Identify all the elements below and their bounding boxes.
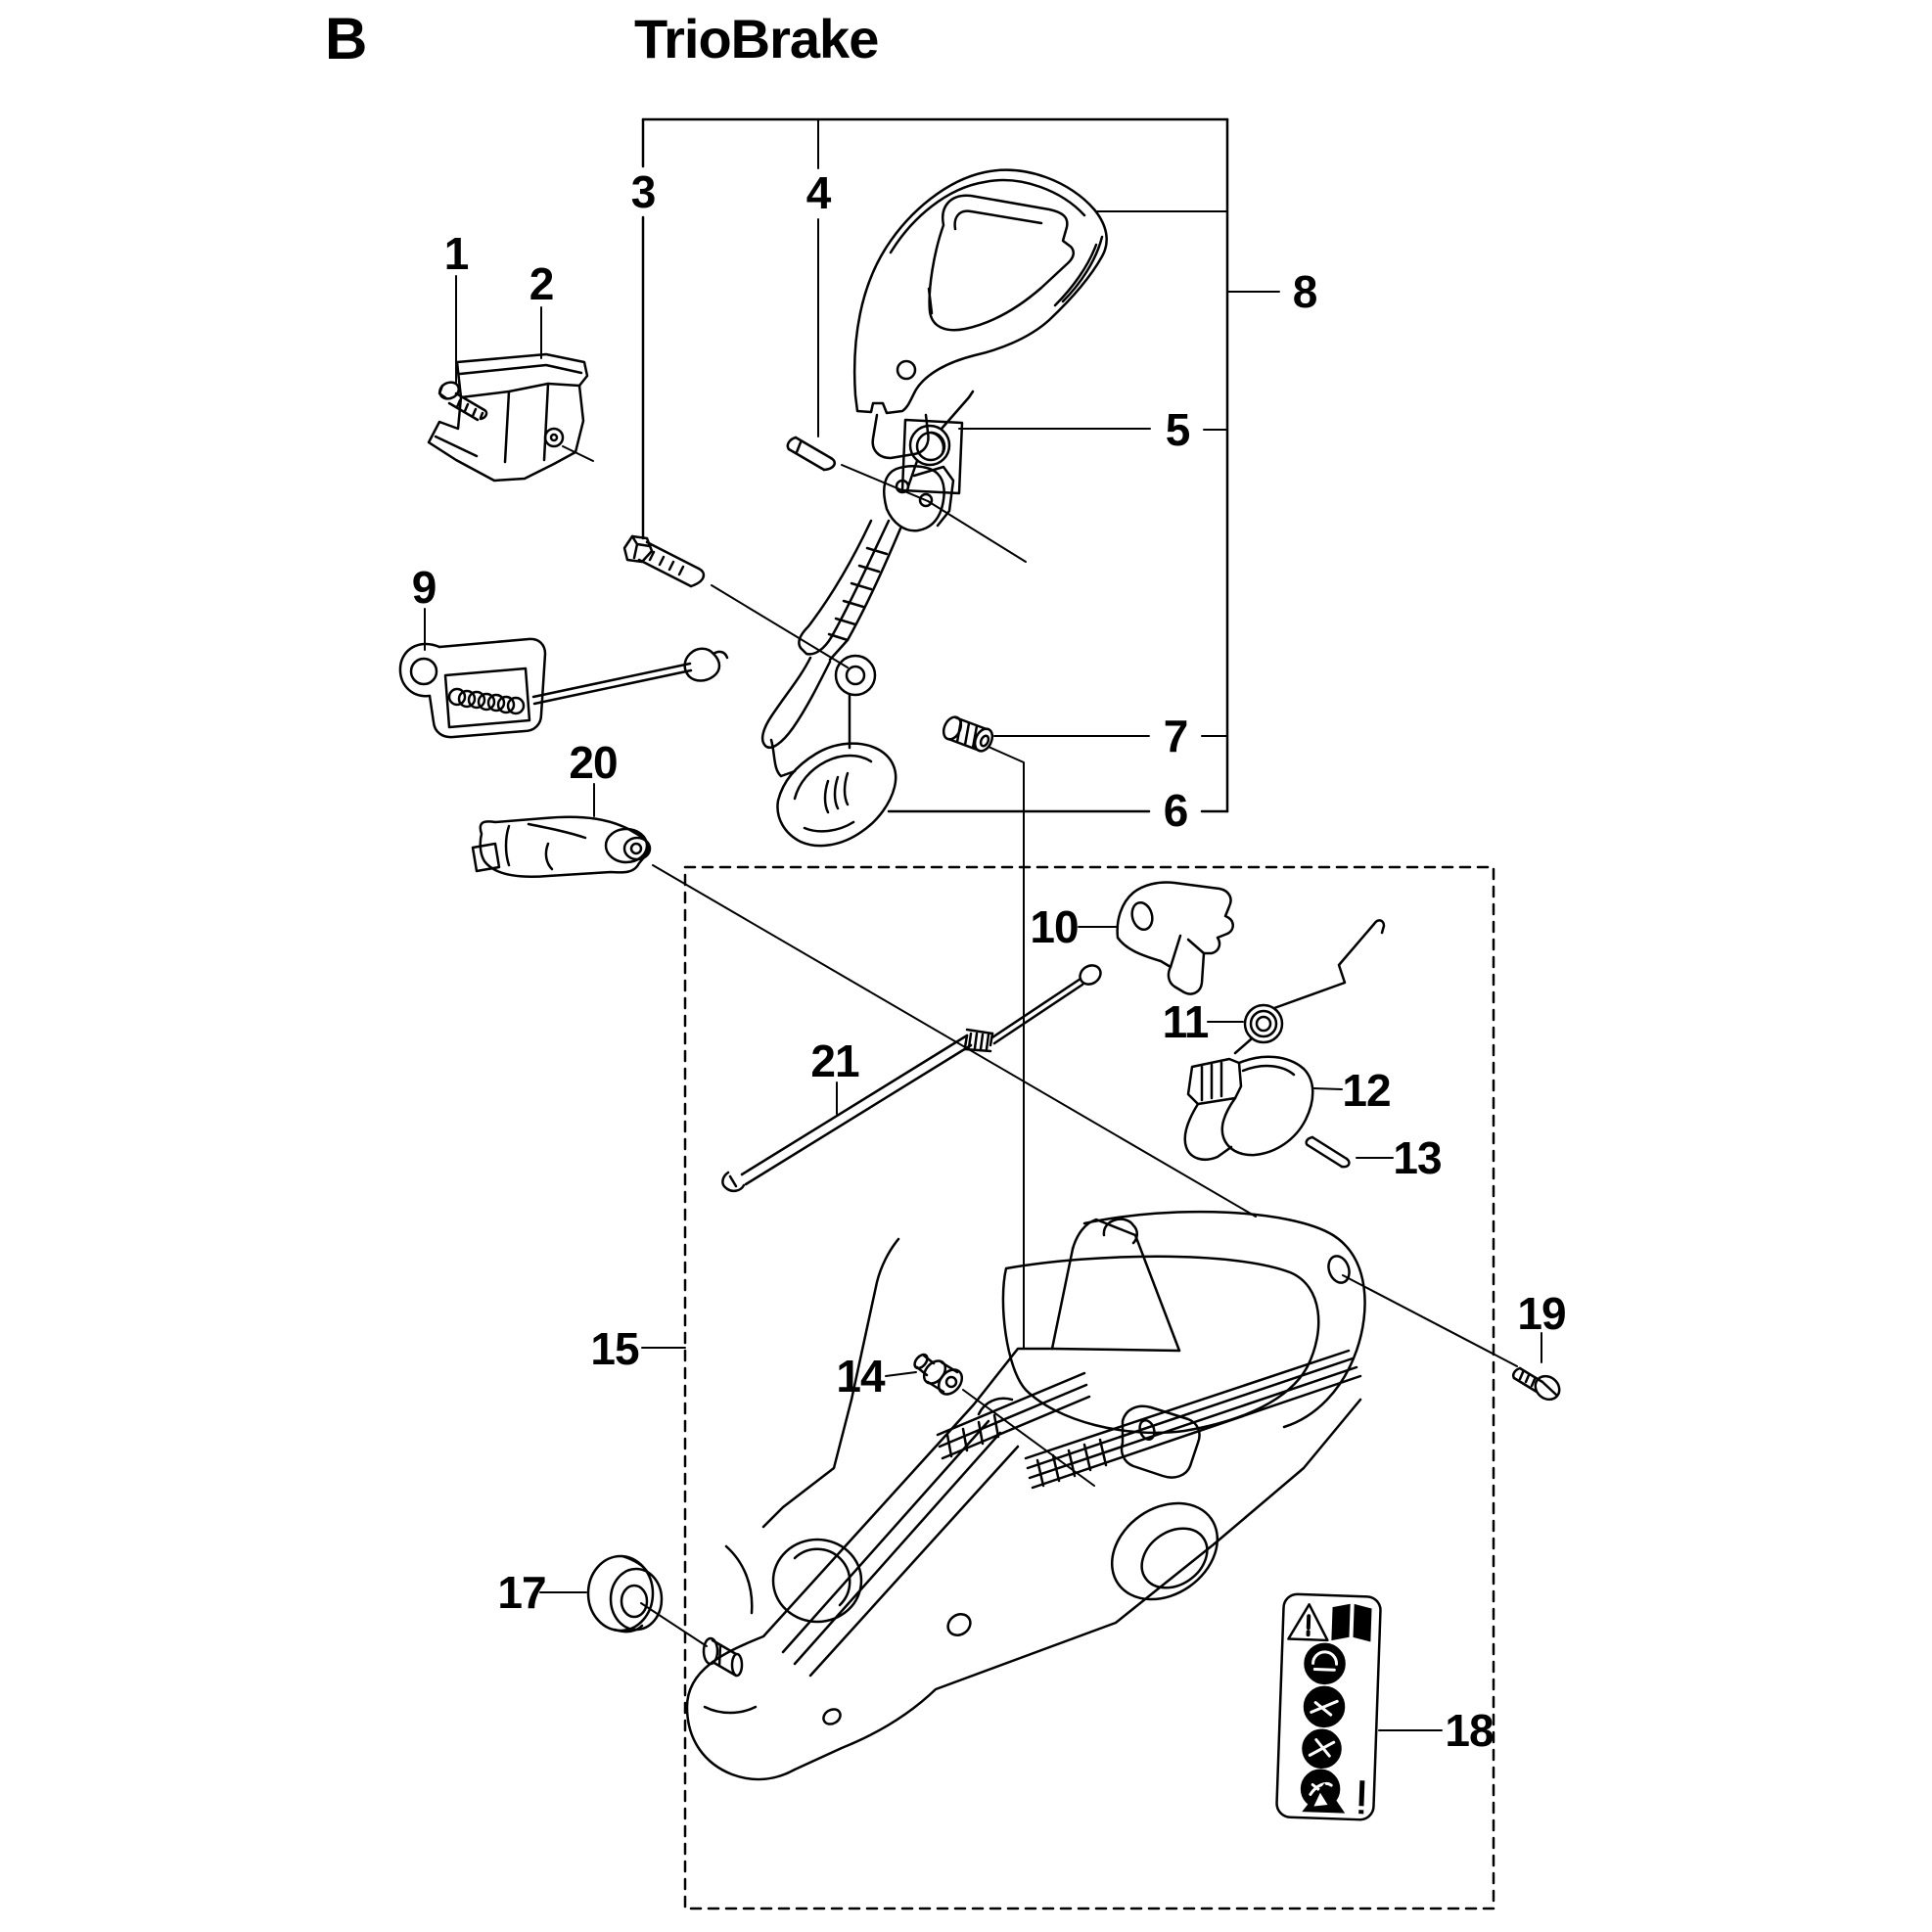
part-1-screw (437, 381, 488, 422)
part-label-10: 10 (1030, 901, 1079, 952)
page-title: TrioBrake (634, 8, 879, 69)
part-13-pin (1305, 1135, 1351, 1169)
two-hand-grip-icon (1303, 1685, 1346, 1728)
part-7-bushing (942, 715, 994, 753)
axis-bushing-7 (988, 746, 1025, 1349)
upper-solid-box (641, 117, 1229, 813)
crankcase-stud (702, 1636, 744, 1678)
part-6-chain-catcher (776, 742, 897, 848)
part-label-8: 8 (1292, 266, 1318, 317)
decal-fine-print (1358, 1780, 1365, 1815)
leader-2b (562, 445, 594, 462)
leader-12 (1312, 1087, 1343, 1090)
part-14-vibration-damper (913, 1353, 964, 1396)
part-label-2: 2 (529, 258, 555, 309)
part-label-19: 19 (1517, 1288, 1566, 1339)
part-3-bolt (622, 534, 706, 588)
part-19-screw (1512, 1366, 1561, 1402)
part-label-15: 15 (590, 1323, 639, 1374)
part-label-3: 3 (630, 166, 657, 217)
part-label-18: 18 (1445, 1705, 1494, 1756)
axis-bolt-3 (711, 584, 849, 668)
part-9-cable-tensioner (398, 637, 729, 739)
part-label-5: 5 (1165, 404, 1191, 455)
part-label-20: 20 (569, 737, 618, 788)
part-label-7: 7 (1163, 711, 1189, 761)
leader-8 (1095, 210, 1280, 293)
part-label-6: 6 (1163, 785, 1189, 836)
part-17-buffer-ring (586, 1554, 664, 1633)
part-12-throttle-trigger (1183, 1055, 1314, 1161)
brake-lever-assembly (760, 413, 955, 778)
part-11-trigger-spring (1233, 919, 1386, 1055)
part-21-throttle-rod (721, 964, 1102, 1193)
part-18-warning-decal (1275, 1592, 1382, 1821)
part-8-front-handle (852, 168, 1108, 415)
leader-lines (424, 118, 1542, 1731)
part-label-4: 4 (805, 167, 832, 218)
part-15-crankcase-assembly (685, 1210, 1366, 1781)
kickback-hazard-triangle-icon (1302, 1782, 1346, 1814)
kickback-zone-icon (1302, 1728, 1342, 1770)
part-label-1: 1 (443, 228, 470, 279)
axis-buffer-17 (640, 1602, 708, 1647)
part-5-torsion-spring (900, 390, 975, 495)
part-20-inhibitor-lever (471, 815, 652, 878)
protective-gear-icon (1304, 1642, 1346, 1685)
part-label-9: 9 (411, 562, 437, 613)
part-label-21: 21 (810, 1035, 859, 1086)
dashed-enclosure (683, 865, 1495, 1910)
part-4-pin (786, 436, 836, 472)
axis-screw-19 (1342, 1274, 1518, 1367)
part-label-17: 17 (497, 1567, 546, 1618)
assembly-lines (640, 464, 1518, 1647)
axis-lever-20 (652, 864, 1257, 1218)
part-10-throttle-lockout (1116, 881, 1234, 995)
part-label-11: 11 (1162, 996, 1210, 1047)
part-label-13: 13 (1393, 1132, 1442, 1183)
axis-spring-5 (927, 500, 1027, 563)
part-label-12: 12 (1342, 1065, 1391, 1116)
leader-5 (958, 428, 1228, 431)
leader-14 (885, 1371, 917, 1377)
part-2-brake-cover (427, 352, 589, 483)
part-label-14: 14 (836, 1351, 885, 1402)
sheet-letter: B (325, 6, 368, 71)
warning-triangle-icon (1287, 1603, 1329, 1642)
read-manual-book-icon (1331, 1603, 1372, 1642)
